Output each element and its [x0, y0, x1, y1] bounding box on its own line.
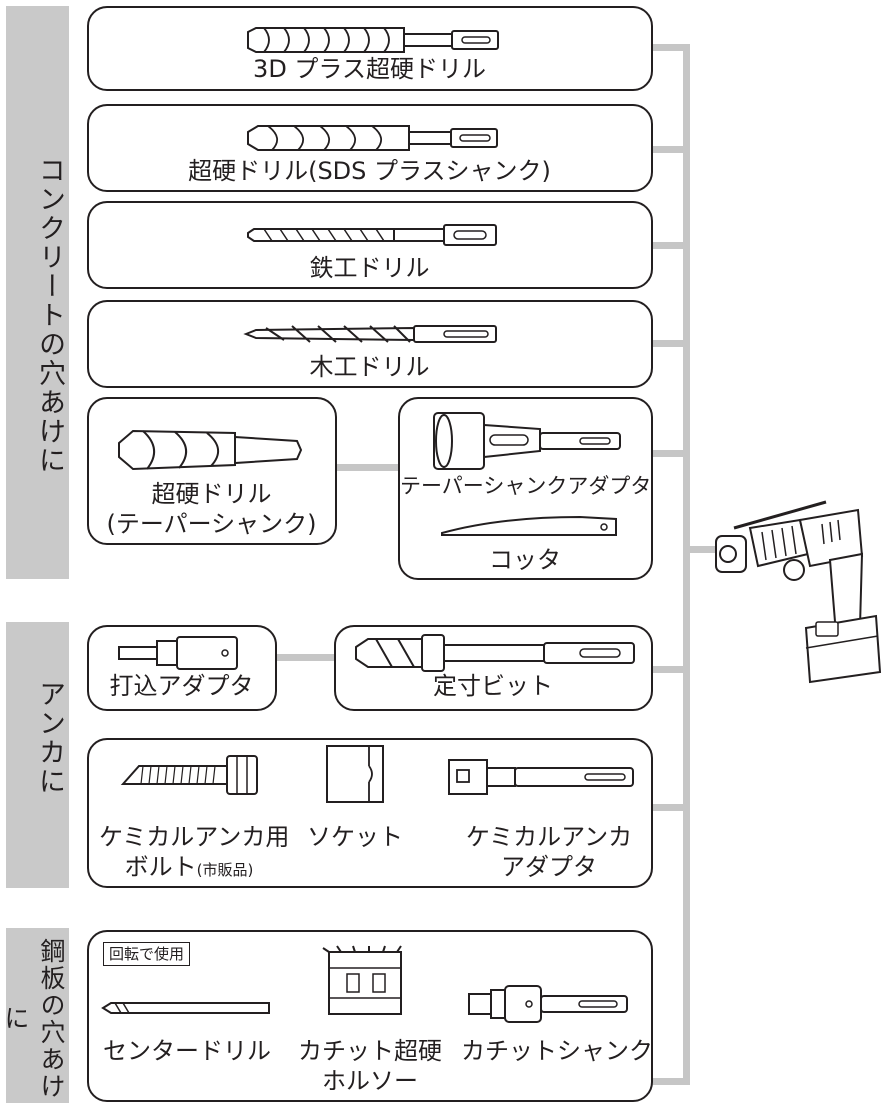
rotary-hammer-icon — [715, 500, 882, 684]
taper-drill-icon — [118, 429, 303, 471]
item-label-anchor-bolt-2: ボルト(市販品) — [99, 852, 279, 886]
item-box-sds-drill[interactable]: 超硬ドリル(SDS プラスシャンク) — [87, 104, 653, 192]
connector-drive-fixed — [276, 654, 336, 661]
section-label-concrete: コンクリートの穴あけに — [34, 156, 65, 475]
wood-drill-icon — [243, 325, 497, 343]
cotter-icon — [441, 515, 617, 536]
anchor-bolt-icon — [120, 755, 258, 795]
item-label-hole-saw-2: ホルソー — [322, 1067, 418, 1095]
connector-fixedbit — [651, 666, 690, 673]
item-label-iron-drill: 鉄工ドリル — [309, 254, 430, 282]
item-label-anchor-bolt-2b: (市販品) — [196, 861, 254, 879]
item-label-hole-saw-1: カチット超硬 — [298, 1037, 442, 1065]
item-label-socket: ソケット — [307, 823, 403, 851]
item-label-fixed-bit: 定寸ビット — [433, 672, 553, 700]
chemical-adapter-icon — [448, 759, 634, 795]
item-label-taper-drill-2: (テーパーシャンク) — [106, 510, 317, 538]
rotate-usage-tag: 回転で使用 — [103, 942, 191, 966]
item-box-drive-adapter[interactable]: 打込アダプタ — [87, 625, 277, 711]
item-label-sds-drill: 超硬ドリル(SDS プラスシャンク) — [188, 157, 551, 185]
item-box-taper-drill[interactable]: 超硬ドリル (テーパーシャンク) — [87, 397, 337, 545]
item-label-center-drill: センタードリル — [103, 1037, 271, 1065]
item-label-chemical-adapter-1: ケミカルアンカ — [465, 823, 633, 851]
sidebar-steel: 鋼板の穴あけに — [1, 928, 69, 1103]
connector-iron — [651, 242, 690, 249]
item-box-chemical-anchor[interactable]: ケミカルアンカ用 ボルト(市販品) ソケット ケミカルアンカ アダプタ — [87, 738, 653, 888]
item-label-taper-drill-1: 超硬ドリル — [151, 480, 272, 508]
item-label-cotter: コッタ — [489, 546, 561, 574]
connector-steel — [651, 1078, 690, 1085]
center-drill-icon — [101, 1002, 270, 1014]
item-box-iron-drill[interactable]: 鉄工ドリル — [87, 201, 653, 289]
item-box-steel-plate[interactable]: 回転で使用 センタードリル カチット超硬 ホルソー カチットシャンク — [87, 930, 653, 1102]
item-label-drive-adapter: 打込アダプタ — [109, 672, 254, 700]
iron-drill-icon — [247, 224, 497, 246]
item-box-3d-drill[interactable]: 3D プラス超硬ドリル — [87, 6, 653, 91]
sidebar-concrete: コンクリートの穴あけに — [6, 6, 69, 579]
sidebar-anchor: アンカに — [6, 622, 69, 888]
item-label-chemical-adapter-2: アダプタ — [501, 853, 597, 881]
connector-taper-adapter — [334, 464, 400, 471]
section-label-steel: 鋼板の穴あけに — [1, 937, 66, 1100]
item-label-wood-drill: 木工ドリル — [309, 353, 430, 381]
section-label-anchor: アンカに — [34, 680, 65, 796]
item-box-fixed-bit[interactable]: 定寸ビット — [334, 625, 653, 711]
fixed-bit-icon — [355, 634, 635, 672]
taper-adapter-icon — [433, 412, 621, 470]
item-box-wood-drill[interactable]: 木工ドリル — [87, 300, 653, 388]
sds-drill-icon — [247, 125, 498, 151]
connector-chem — [651, 804, 690, 811]
connector-trunk — [683, 44, 690, 1085]
connector-taper — [651, 450, 690, 457]
connector-tool — [683, 546, 718, 553]
3d-drill-icon — [247, 27, 499, 53]
item-label-taper-adapter: テーパーシャンクアダプタ — [400, 474, 652, 498]
item-label-shank: カチットシャンク — [461, 1037, 653, 1065]
shank-icon — [468, 985, 628, 1023]
item-label-anchor-bolt-2a: ボルト — [124, 853, 197, 881]
connector-3d — [651, 44, 690, 51]
connector-sds — [651, 146, 690, 153]
item-label-3d-drill: 3D プラス超硬ドリル — [253, 55, 486, 83]
hole-saw-icon — [322, 945, 402, 1015]
connector-wood — [651, 340, 690, 347]
item-label-anchor-bolt-1: ケミカルアンカ用 — [99, 823, 290, 851]
socket-icon — [326, 745, 384, 803]
item-box-taper-adapter[interactable]: テーパーシャンクアダプタ コッタ — [398, 397, 653, 580]
drive-adapter-icon — [118, 636, 238, 670]
